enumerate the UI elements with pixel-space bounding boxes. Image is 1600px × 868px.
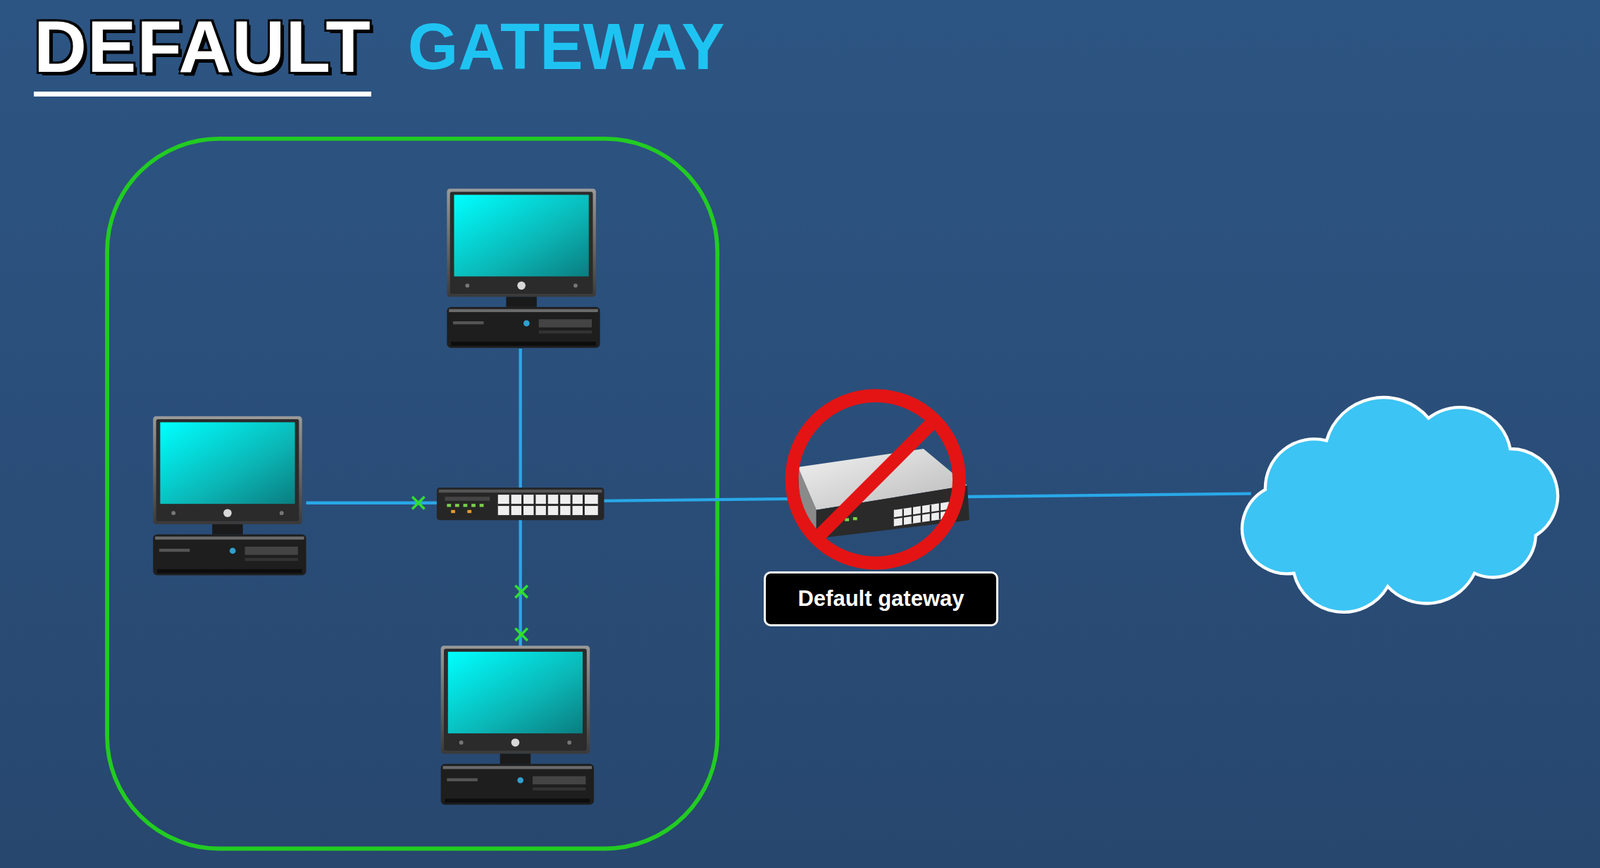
title: DEFAULT bbox=[33, 9, 372, 97]
switch-icon bbox=[436, 487, 605, 520]
internet-cloud bbox=[1242, 397, 1558, 613]
network-boundary bbox=[107, 138, 718, 849]
cables bbox=[306, 348, 1252, 647]
subtitle-label: GATEWAY bbox=[407, 14, 725, 97]
gateway-label: Default gateway bbox=[797, 586, 964, 611]
prohibited-sign bbox=[791, 395, 960, 563]
title-bar: DEFAULT GATEWAY bbox=[33, 9, 725, 97]
gateway-label-box: Default gateway bbox=[763, 571, 999, 627]
